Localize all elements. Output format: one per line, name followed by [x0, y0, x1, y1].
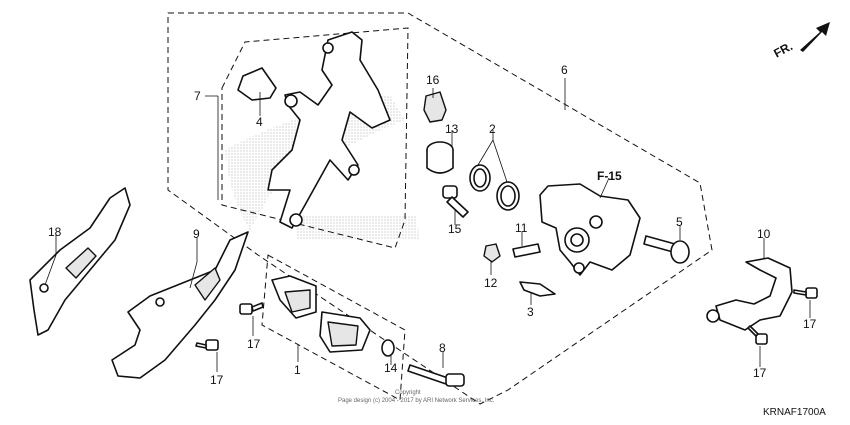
pad-retainer [519, 281, 556, 297]
pad-pin [407, 364, 465, 387]
callout-7: 7 [194, 89, 201, 103]
callout-8: 8 [439, 341, 446, 355]
callout-2: 2 [489, 122, 496, 136]
callout-9: 9 [193, 227, 200, 241]
boot [423, 91, 447, 123]
callout-17-d: 17 [753, 366, 767, 380]
callouts: 7 4 16 13 2 6 F-15 15 5 11 12 3 18 9 17 … [48, 63, 817, 387]
callout-17-b: 17 [210, 373, 224, 387]
bolts [195, 287, 818, 351]
slide-pin [643, 235, 690, 264]
copyright-line-1: Copyright [395, 390, 421, 396]
hose-guard-bracket [706, 257, 793, 331]
callout-17-c: 17 [803, 317, 817, 331]
bleeder-cap [483, 243, 501, 263]
piston-seals [469, 164, 520, 211]
piston [426, 141, 454, 174]
callout-18: 18 [48, 225, 62, 239]
pad-spring [237, 67, 277, 101]
bracket-outline [221, 27, 409, 249]
bolt-d [747, 325, 768, 345]
caliper-guard-front [111, 231, 249, 379]
callout-6: 6 [561, 63, 568, 77]
caliper-body [539, 183, 641, 276]
callout-12: 12 [484, 276, 498, 290]
callout-11: 11 [515, 221, 528, 235]
callout-15: 15 [448, 222, 462, 236]
callout-16: 16 [426, 73, 440, 87]
leader-lines [44, 78, 811, 372]
caliper-guard-rear [29, 187, 131, 336]
callout-14: 14 [384, 361, 398, 375]
pin-plug [381, 339, 395, 357]
direction-label: FR. [771, 39, 795, 60]
callout-1: 1 [294, 363, 301, 377]
bleeder-screw [512, 243, 541, 258]
callout-3: 3 [527, 305, 534, 319]
callout-13: 13 [445, 122, 459, 136]
pin-bolt-upper [442, 185, 469, 218]
copyright-line-2: Page design (c) 2004 - 2017 by ARI Netwo… [338, 398, 495, 404]
caliper-bracket [267, 31, 391, 229]
bolt-b [195, 339, 219, 351]
bolt-a [239, 302, 264, 315]
callout-4: 4 [256, 115, 263, 129]
callout-17-a: 17 [247, 337, 261, 351]
front-direction-arrow: FR. [771, 22, 830, 61]
pad-set-outline [261, 254, 406, 401]
diagram-code: KRNAF1700A [763, 407, 826, 418]
assembly-outline [167, 12, 713, 405]
bolt-c [793, 287, 818, 299]
callout-10: 10 [757, 227, 771, 241]
brake-pads [271, 275, 371, 353]
callout-5: 5 [676, 215, 683, 229]
callout-f15: F-15 [597, 169, 622, 183]
